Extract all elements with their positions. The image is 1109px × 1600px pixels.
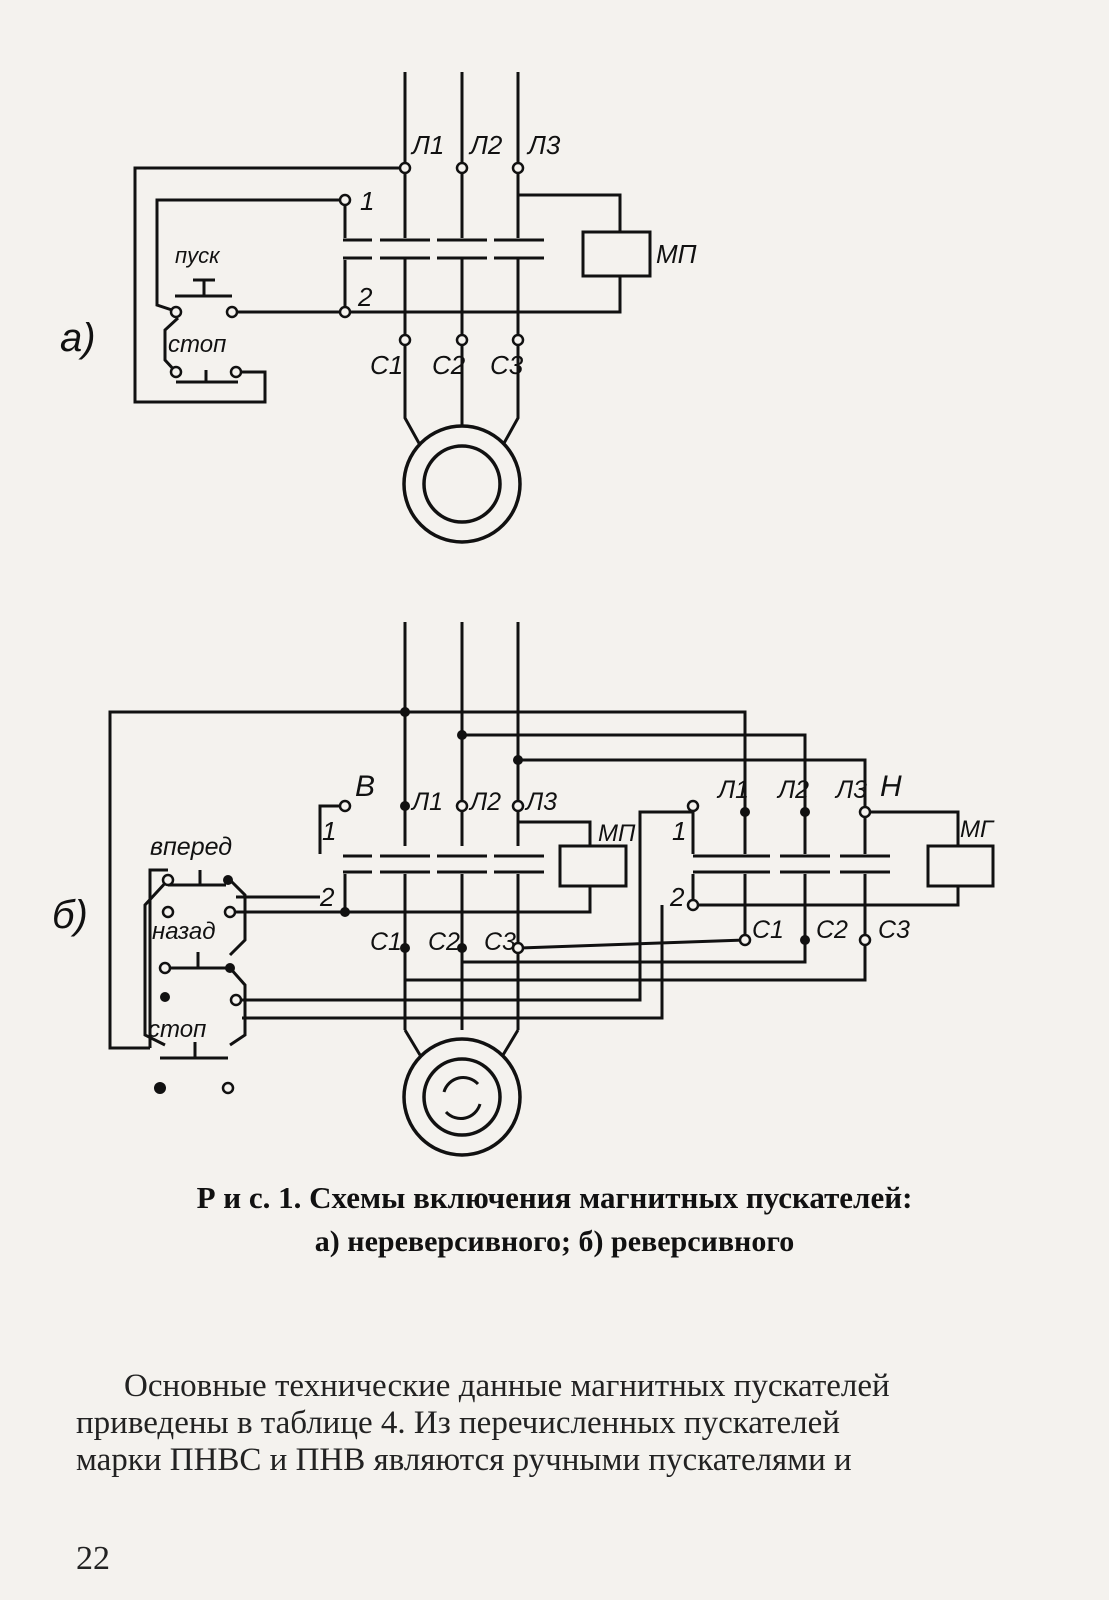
phase-label-l1-rev: Л1 (718, 776, 750, 804)
stator-label-c2-b: С2 (428, 928, 460, 956)
stator-label-c1-b: С1 (370, 928, 402, 956)
stator-label-c1-a: С1 (370, 350, 404, 380)
terminal-label-1-a: 1 (360, 186, 375, 216)
body-line-3: марки ПНВС и ПНВ являются ручными пускат… (76, 1442, 852, 1478)
phase-label-l3-rev: Л3 (836, 776, 868, 804)
main-contacts-forward (343, 854, 544, 874)
motor-leads-a (403, 342, 422, 446)
back-button-b (165, 952, 230, 970)
phase-label-l3-b: Л3 (526, 788, 558, 816)
stator-label-c3-a: С3 (490, 350, 524, 380)
figure-caption-subtitle: а) нереверсивного; б) реверсивного (314, 1225, 795, 1258)
terminal-label-2-reverse: 2 (670, 882, 685, 912)
motor-a (402, 424, 522, 544)
terminal-label-1-forward: 1 (322, 816, 337, 846)
stop-button-a (176, 370, 238, 384)
coil-label-reverse: МГ (960, 816, 994, 843)
stator-label-c2-a: С2 (432, 350, 466, 380)
phase-label-l1-b: Л1 (412, 788, 444, 816)
coil-mg-b (926, 844, 995, 888)
coil-label-a: МП (656, 239, 697, 269)
page-number: 22 (76, 1540, 110, 1577)
phase-label-l1-a: Л1 (412, 130, 445, 160)
figure-caption-title: Р и с. 1. Схемы включения магнитных пуск… (196, 1180, 913, 1215)
coil-mp-a (581, 230, 652, 278)
start-button-a (175, 278, 232, 298)
forward-button-label: вперед (150, 833, 233, 861)
diagram-a-tag: а) (60, 316, 96, 360)
stop-button-label-a: стоп (168, 331, 227, 358)
phase-label-l3-a: Л3 (528, 130, 561, 160)
coil-label-forward: МП (598, 820, 636, 847)
phase-label-l2-a: Л2 (470, 130, 503, 160)
stator-label-c3-b: С3 (484, 928, 516, 956)
reverse-contactor-label: Н (880, 770, 902, 803)
back-button-label: назад (152, 918, 216, 945)
stator-label-c2-rev: С2 (816, 916, 848, 944)
body-paragraph: Основные технические данные магнитных пу… (76, 1368, 1036, 1479)
terminal-label-2-forward: 2 (320, 882, 335, 912)
coil-mp-b (558, 844, 628, 888)
phase-label-l2-b: Л2 (470, 788, 502, 816)
stator-label-c3-rev: С3 (878, 916, 910, 944)
stop-button-label-b: стоп (148, 1016, 207, 1043)
forward-contactor-label: В (355, 770, 376, 803)
main-contacts-reverse (693, 854, 890, 874)
stop-button-b (160, 1042, 228, 1060)
start-button-label-a: пуск (175, 243, 220, 268)
forward-button-b (168, 870, 226, 887)
terminal-label-1-reverse: 1 (672, 816, 687, 846)
body-line-2: приведены в таблице 4. Из перечисленных … (76, 1405, 840, 1441)
diagram-b-tag: б) (52, 893, 88, 937)
terminal-label-2-a: 2 (358, 282, 373, 312)
motor-b (402, 1037, 522, 1157)
phase-label-l2-rev: Л2 (778, 776, 810, 804)
stator-label-c1-rev: С1 (752, 916, 784, 944)
body-line-1: Основные технические данные магнитных пу… (124, 1368, 890, 1404)
